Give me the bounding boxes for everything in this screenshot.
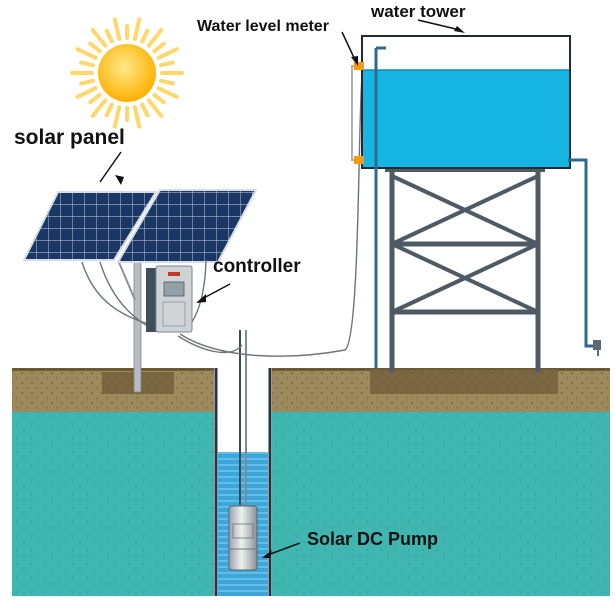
sun-ray [75,86,98,99]
sun-ray [159,60,175,68]
sun-ray [132,17,142,41]
sun-ray [75,47,98,60]
sun-ray [88,92,102,105]
water-tower [361,19,601,394]
sun-ray [112,105,122,129]
sun-ray [156,86,179,99]
ground [12,368,610,596]
label-solar-panel: solar panel [14,126,125,149]
sun-ray [140,102,150,118]
solar-panel [22,151,258,263]
sun-ray [146,27,164,48]
sun-icon [70,17,184,129]
sun-ray [90,27,108,48]
sun-ray [88,41,102,54]
water-level-meter [341,31,364,164]
tank-water [363,70,569,167]
sun-ray [112,17,122,41]
sun-ray [152,92,166,105]
sun-ray [79,78,95,86]
sun-ray [146,98,164,119]
sun-ray [152,41,166,54]
sun-ray [159,78,175,86]
sun-ray [79,60,95,68]
sun-ray [90,98,108,119]
label-water-level-meter: Water level meter [197,18,329,35]
sun-ray [104,28,114,44]
label-water-tower: water tower [371,2,466,21]
sun-ray [132,105,142,129]
sun-ray [104,102,114,118]
controller [146,265,231,333]
sun-ray [156,47,179,60]
sun-ray [140,28,150,44]
solar-dc-pump [228,505,301,571]
label-solar-dc-pump: Solar DC Pump [307,529,439,549]
label-controller: controller [213,256,301,277]
